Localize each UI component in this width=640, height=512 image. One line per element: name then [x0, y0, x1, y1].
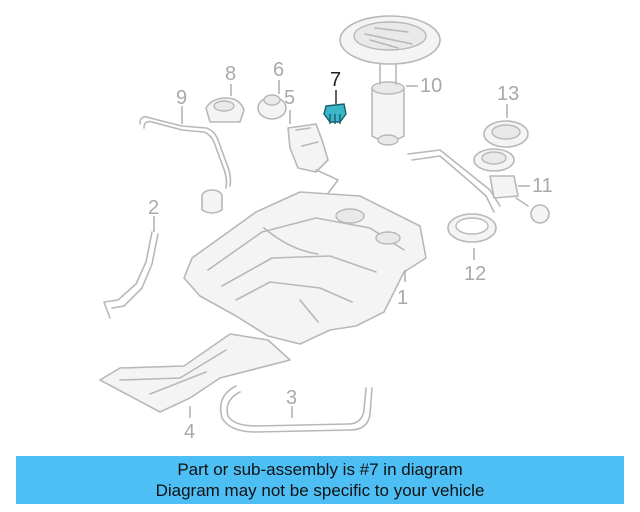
part-10-fuel-pump[interactable]: [339, 15, 441, 146]
callout-13: 13: [497, 83, 519, 105]
part-13-seal-ring[interactable]: [483, 120, 529, 148]
part-3-tank-strap[interactable]: [219, 385, 373, 433]
part-11-level-sender[interactable]: [407, 148, 550, 224]
caption-banner: Part or sub-assembly is #7 in diagram Di…: [16, 456, 624, 504]
callout-8: 8: [225, 63, 236, 85]
callout-3: 3: [286, 387, 297, 409]
callout-10: 10: [420, 75, 442, 97]
callout-2: 2: [148, 197, 159, 219]
caption-line-1: Part or sub-assembly is #7 in diagram: [177, 460, 463, 479]
part-12-lock-ring[interactable]: [447, 213, 497, 243]
callout-11: 11: [532, 175, 553, 197]
part-8-valve[interactable]: [205, 97, 245, 123]
part-1-fuel-tank[interactable]: [183, 191, 427, 345]
parts-diagram: 1 2 3 4 5 6 7 8 9 10 11 12 13: [99, 15, 553, 443]
callout-6: 6: [273, 59, 284, 81]
caption-line-2: Diagram may not be specific to your vehi…: [155, 481, 485, 500]
part-7-clip[interactable]: [323, 103, 347, 124]
callout-1: 1: [397, 287, 408, 309]
part-4-heat-shield[interactable]: [99, 333, 291, 413]
callout-12: 12: [464, 263, 486, 285]
callout-4: 4: [184, 421, 195, 443]
callout-7: 7: [330, 69, 341, 91]
part-6-grommet[interactable]: [257, 94, 287, 120]
part-5-filler-neck[interactable]: [287, 123, 339, 197]
callout-5: 5: [284, 87, 295, 109]
part-2-tank-strap[interactable]: [103, 231, 159, 319]
callout-9: 9: [176, 87, 187, 109]
part-9-vent-hose[interactable]: [139, 116, 232, 214]
